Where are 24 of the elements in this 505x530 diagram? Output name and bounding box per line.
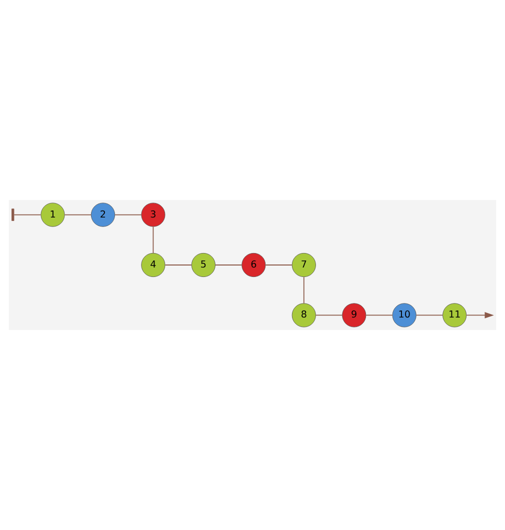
connector bbox=[152, 226, 154, 254]
node-circle: 10 bbox=[392, 303, 416, 328]
connector bbox=[164, 264, 192, 266]
node-circle: 4 bbox=[141, 252, 166, 278]
node-circle: 11 bbox=[442, 303, 467, 328]
connector bbox=[303, 276, 304, 304]
node-circle: 9 bbox=[342, 303, 366, 328]
node-circle: 1 bbox=[40, 202, 65, 227]
arrow bbox=[466, 312, 494, 318]
connector bbox=[64, 214, 92, 216]
node-circle: 3 bbox=[141, 202, 166, 227]
connector bbox=[214, 264, 242, 266]
connector bbox=[14, 214, 42, 216]
connector bbox=[114, 214, 142, 216]
node-circle: 8 bbox=[292, 303, 316, 328]
node-circle: 7 bbox=[292, 252, 316, 278]
node-circle: 5 bbox=[191, 252, 216, 278]
node-circle: 6 bbox=[242, 252, 266, 278]
node-bar bbox=[12, 208, 14, 221]
connector bbox=[265, 264, 292, 266]
connector bbox=[366, 314, 393, 316]
node-circle: 2 bbox=[90, 202, 116, 227]
connector bbox=[416, 314, 444, 316]
connector bbox=[315, 314, 343, 316]
